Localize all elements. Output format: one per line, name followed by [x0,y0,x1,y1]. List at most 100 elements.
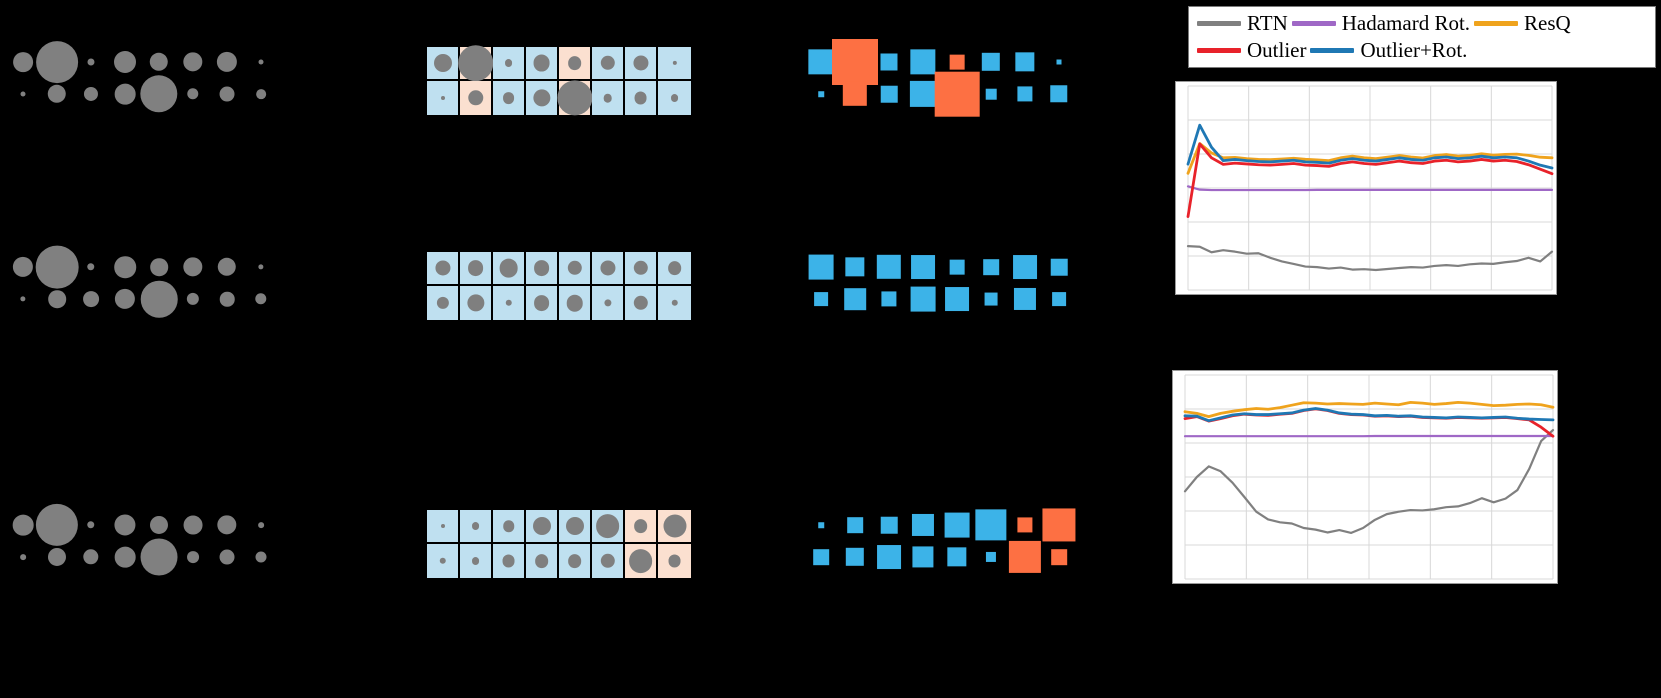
heat-cell-dot [502,554,515,568]
magnitude-square [818,91,824,97]
magnitude-square [880,85,898,103]
heat-cell[interactable] [460,544,493,578]
heat-cell[interactable] [625,81,658,115]
heat-cell[interactable] [526,544,559,578]
bubble-cell [36,41,78,83]
magnitude-square [1013,287,1037,311]
legend-item-resq[interactable]: ResQ [1474,11,1571,35]
heat-cell[interactable] [625,544,658,578]
square-cell [940,282,974,316]
magnitude-square [877,545,901,569]
heat-panel-bottom [425,508,693,580]
heat-cell[interactable] [460,286,493,320]
square-cell [1008,77,1042,111]
bubble-dot [87,263,95,271]
heat-cell[interactable] [493,47,526,81]
bubble-dot [217,257,237,277]
heat-cell[interactable] [460,252,493,286]
heat-cell[interactable] [592,81,625,115]
heat-cell[interactable] [526,47,559,81]
heat-cell[interactable] [526,252,559,286]
square-cell [1008,282,1042,316]
legend-item-outlier-rot[interactable]: Outlier+Rot. [1310,38,1467,62]
heat-cell[interactable] [493,81,526,115]
heat-row [427,544,691,578]
heat-cell-dot [505,299,512,307]
chart-top-plot [1176,82,1556,294]
heat-cell[interactable] [658,47,691,81]
heat-cell[interactable] [592,286,625,320]
heat-cell[interactable] [493,544,526,578]
heat-cell[interactable] [625,510,658,544]
heat-cell[interactable] [592,544,625,578]
heat-cell[interactable] [658,544,691,578]
heat-cell[interactable] [526,81,559,115]
heat-cell[interactable] [493,510,526,544]
heat-cell-dot [672,60,677,66]
heat-cell[interactable] [427,286,460,320]
magnitude-square [845,257,865,277]
heat-cell[interactable] [592,510,625,544]
magnitude-square [808,254,834,280]
heat-cell[interactable] [625,252,658,286]
heat-cell[interactable] [625,286,658,320]
heat-cell[interactable] [559,286,592,320]
heat-cell[interactable] [556,80,593,116]
bubble-dot [47,84,67,104]
heat-cell[interactable] [658,81,691,115]
heat-cell[interactable] [460,81,493,115]
bubble-dot [20,296,26,302]
heat-cell[interactable] [526,510,559,544]
square-cell [1042,282,1076,316]
square-cell [940,540,974,574]
square-cell [832,39,878,85]
heat-cell[interactable] [559,544,592,578]
heat-cell[interactable] [427,252,460,286]
heat-cell[interactable] [427,81,460,115]
bubble-dot [258,522,264,528]
heat-cell[interactable] [460,510,493,544]
heat-cell-dot [436,296,449,310]
heat-cell[interactable] [559,510,592,544]
heat-cell[interactable] [526,286,559,320]
heat-cell[interactable] [658,252,691,286]
heat-cell[interactable] [658,286,691,320]
bubble-dot [83,291,99,307]
heat-cell[interactable] [658,510,691,544]
bubble-cell [6,77,40,111]
heat-cell[interactable] [559,47,592,81]
chart-bottom [1172,370,1558,584]
bubble-dot [12,514,34,536]
legend-item-rtn[interactable]: RTN [1197,11,1288,35]
heat-row [427,45,691,81]
square-cell [1008,250,1042,284]
heat-cell[interactable] [457,45,494,81]
bubble-dot [187,88,199,100]
bubble-cell [244,282,278,316]
square-cell [906,77,940,111]
heat-cell[interactable] [427,544,460,578]
square-cell [838,77,872,111]
heat-cell[interactable] [625,47,658,81]
heat-cell[interactable] [592,47,625,81]
heat-cell[interactable] [559,252,592,286]
bubble-cell [176,250,210,284]
legend-item-hadamard-rot[interactable]: Hadamard Rot. [1291,11,1470,35]
heat-cell-dot [634,91,647,105]
heat-cell[interactable] [493,252,526,286]
chart-bottom-plot [1173,371,1557,583]
heat-cell[interactable] [427,47,460,81]
heat-cell[interactable] [493,286,526,320]
legend-item-outlier[interactable]: Outlier [1197,38,1306,62]
bubble-cell [176,282,210,316]
heat-cell[interactable] [592,252,625,286]
heat-cell-dot [667,261,682,275]
heat-cell-dot [633,519,648,533]
bubble-cell [244,250,278,284]
heat-cell-dot [457,45,494,81]
heat-cell[interactable] [427,510,460,544]
bubble-cell [40,540,74,574]
bubble-dot [140,75,178,113]
